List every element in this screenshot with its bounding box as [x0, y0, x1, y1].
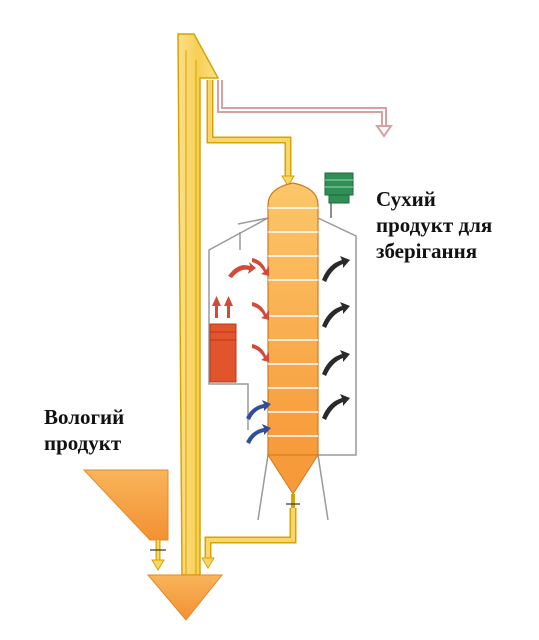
- dry-product-label-line-2: продукт для: [376, 213, 493, 237]
- wet-product-label: Вологий продукт: [44, 404, 124, 456]
- burner-icon: [209, 323, 237, 383]
- cold-air-arrow-icon: [246, 400, 271, 444]
- dryer-tower: [267, 182, 319, 508]
- hot-air-flow: [228, 258, 269, 362]
- return-pipe: [201, 508, 297, 569]
- exhaust-pipe: [217, 80, 393, 138]
- tower-outlet-cone: [267, 454, 319, 495]
- dry-product-label-line-3: зберігання: [376, 239, 478, 263]
- bucket-elevator: [177, 33, 220, 576]
- dry-product-label-line-1: Сухий: [376, 187, 436, 211]
- hot-air-arrow-icon: [212, 296, 233, 318]
- fan-icon: [324, 172, 354, 218]
- wet-product-label-line-1: Вологий: [44, 405, 125, 429]
- exhaust-arrow-icon: [322, 256, 350, 420]
- feed-pipe: [206, 80, 295, 187]
- dry-product-label: Сухий продукт для зберігання: [376, 186, 492, 264]
- tower-sections: [268, 207, 318, 437]
- dryer-housing: [208, 217, 357, 521]
- wet-product-label-line-2: продукт: [44, 431, 122, 455]
- elevator-boot: [146, 574, 224, 621]
- intake-hopper: [82, 469, 169, 571]
